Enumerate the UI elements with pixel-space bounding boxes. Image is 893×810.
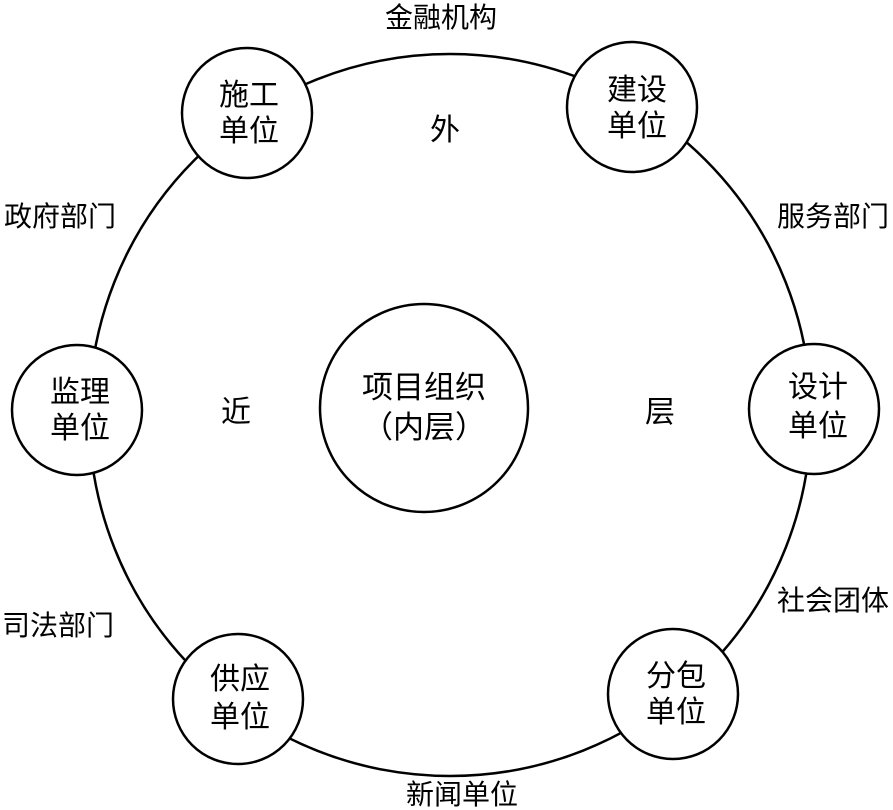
node-supply-line1: 供应 <box>210 662 270 697</box>
node-construction-line1: 施工 <box>219 78 279 113</box>
label-judicial: 司法部门 <box>2 609 114 642</box>
node-construction: 施工 单位 <box>180 46 314 180</box>
label-government: 政府部门 <box>4 200 116 233</box>
node-supervision-line1: 监理 <box>50 375 110 410</box>
label-social: 社会团体 <box>777 584 889 617</box>
label-financial: 金融机构 <box>385 1 497 34</box>
node-supply-line2: 单位 <box>210 700 270 735</box>
node-owner-line1: 建设 <box>607 73 667 108</box>
node-subcontract: 分包 单位 <box>606 627 740 761</box>
center-label-line2: （内层） <box>362 410 486 446</box>
node-supervision: 监理 单位 <box>10 343 144 477</box>
center-label-line1: 项目组织 <box>362 370 486 406</box>
label-service: 服务部门 <box>777 200 889 233</box>
node-supply: 供应 单位 <box>171 632 305 766</box>
node-design: 设计 单位 <box>747 342 881 476</box>
ring-word-left: 近 <box>221 395 251 430</box>
node-subcontract-line2: 单位 <box>646 695 706 730</box>
node-construction-line2: 单位 <box>219 114 279 149</box>
node-design-line2: 单位 <box>788 409 848 444</box>
ring-word-top: 外 <box>430 113 460 148</box>
label-news: 新闻单位 <box>406 778 518 810</box>
center-circle <box>318 302 530 514</box>
node-supervision-line2: 单位 <box>50 411 110 446</box>
node-owner-line2: 单位 <box>607 109 667 144</box>
node-subcontract-line1: 分包 <box>646 659 706 694</box>
node-owner: 建设 单位 <box>565 40 699 174</box>
ring-word-right: 层 <box>645 395 675 430</box>
node-design-line1: 设计 <box>788 370 848 405</box>
